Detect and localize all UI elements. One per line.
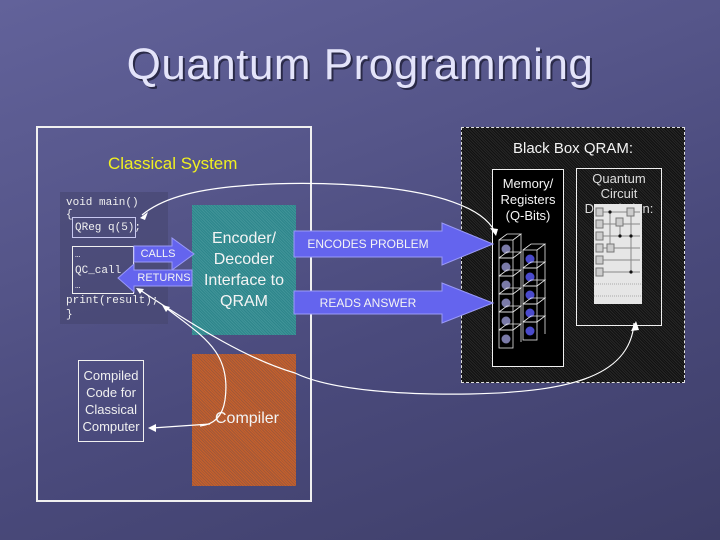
quantum-circuit-box	[576, 168, 662, 326]
qubit-sphere	[525, 308, 535, 318]
qubit-sphere	[501, 262, 511, 272]
qreg-arrowhead	[140, 212, 148, 220]
encoder-decoder-label: Encoder/ Decoder Interface to QRAM	[192, 228, 296, 312]
compiled-line-2: Code for	[86, 385, 136, 400]
returns-label: RETURNS	[137, 272, 191, 284]
circuit-diagram-image	[594, 204, 642, 304]
qubit-cell-top	[522, 243, 547, 251]
memory-line-2: Registers	[500, 192, 556, 207]
encoder-line-1: Encoder/	[211, 230, 277, 247]
qubit-cell-top	[498, 233, 523, 241]
compiled-line-3: Classical	[84, 402, 137, 417]
qubit-cell-top	[498, 323, 523, 331]
qreg-highlight-box	[72, 217, 136, 238]
returns-arrow	[117, 262, 193, 294]
qubit-sphere	[501, 316, 511, 326]
code-line-main: void main()	[66, 197, 139, 209]
compiler-curve	[151, 423, 211, 429]
reads-answer-label: READS ANSWER	[319, 296, 417, 310]
qram-label: Black Box QRAM:	[512, 140, 634, 157]
encodes-problem-arrow	[293, 222, 495, 266]
code-line-ellipsis-1: …	[72, 240, 78, 250]
qubit-sphere	[525, 290, 535, 300]
qubit-sphere	[501, 334, 511, 344]
circuit-line-2: Circuit	[600, 186, 638, 201]
compiled-code-box: Compiled Code for Classical Computer	[78, 360, 144, 442]
code-line-ellipsis-3: …	[75, 281, 81, 291]
print-curve	[164, 306, 227, 427]
compiled-line-4: Computer	[82, 419, 140, 434]
compiler-label: Compiler	[214, 410, 279, 427]
encoder-line-4: QRAM	[220, 293, 268, 310]
qreg-curve	[141, 182, 496, 233]
qubit-register-graphic	[498, 233, 547, 349]
encodes-problem-label: ENCODES PROBLEM	[307, 237, 429, 251]
encoder-line-3: Interface to	[203, 272, 285, 289]
qubit-cell	[522, 321, 538, 341]
compiled-line-1: Compiled	[83, 368, 139, 383]
memory-line-3: (Q-Bits)	[505, 208, 551, 223]
code-line-print: print(result);	[66, 295, 159, 307]
print-arrowhead	[162, 305, 170, 312]
qubit-cell-top	[498, 305, 523, 313]
memory-registers-label: Memory/ Registers (Q-Bits)	[492, 176, 564, 224]
circuit-diagram-svg	[594, 207, 642, 297]
encoder-line-2: Decoder	[213, 251, 275, 268]
mem-arrowhead	[490, 228, 498, 236]
qubit-cell	[498, 329, 514, 349]
calls-label: CALLS	[140, 248, 176, 260]
memory-line-1: Memory/	[502, 176, 554, 191]
qubit-cell-top	[522, 261, 547, 269]
qc-return-curve	[139, 289, 635, 395]
slide-title: Quantum Programming	[126, 40, 594, 89]
qubit-cell-top	[498, 287, 523, 295]
calls-arrow	[133, 237, 195, 271]
code-line-qc-call: QC_call	[75, 265, 122, 277]
circuit-line-1: Quantum	[592, 171, 646, 186]
compiled-arrowhead	[148, 424, 156, 432]
qubit-cell-top	[498, 269, 523, 277]
code-line-ellipsis-2: …	[75, 250, 81, 260]
encoder-decoder-block	[192, 205, 296, 335]
compiler-block	[192, 354, 296, 486]
qubit-sphere	[501, 298, 511, 308]
code-line-qreg: QReg q(5);	[75, 222, 142, 234]
qubit-sphere	[525, 254, 535, 264]
qubit-sphere	[525, 326, 535, 336]
qubit-cell-top	[522, 297, 547, 305]
circuit-arrowhead	[631, 321, 639, 331]
code-line-open: {	[66, 209, 73, 221]
code-line-close: }	[66, 309, 73, 321]
reads-answer-arrow	[293, 282, 495, 324]
qubit-cell-top	[498, 251, 523, 259]
qubit-sphere	[501, 280, 511, 290]
qc-arrowhead	[136, 288, 144, 294]
qubit-sphere	[501, 244, 511, 254]
qubit-sphere	[525, 272, 535, 282]
qubit-cell-top	[522, 315, 547, 323]
classical-system-label: Classical System	[108, 154, 238, 173]
qubit-cell-top	[522, 279, 547, 287]
